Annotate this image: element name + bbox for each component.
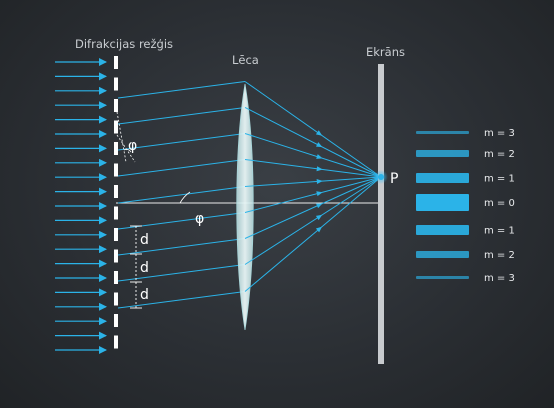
diffraction-orders: m = 3 m = 2 m = 1 m = 0 m = 1 m = 2 m = 3: [416, 128, 515, 284]
order-label: m = 2: [484, 250, 515, 261]
grating-slit: [114, 249, 118, 263]
angle-annotation-top: [116, 111, 136, 163]
diffracted-ray: [117, 106, 246, 125]
screen-bar: [378, 64, 384, 364]
incident-rays: [55, 58, 107, 354]
order-band: [416, 276, 469, 279]
converging-ray: [244, 176, 382, 239]
grating-slit: [114, 206, 118, 220]
lens-label: Lēca: [232, 53, 259, 67]
grating-slit: [114, 120, 118, 134]
diffracted-ray: [117, 237, 246, 256]
grating-slit: [114, 163, 118, 177]
order-label: m = 3: [484, 128, 515, 139]
converging-ray: [244, 176, 382, 213]
diffracted-ray: [117, 211, 246, 230]
converging-ray: [244, 176, 382, 292]
converging-ray: [244, 133, 382, 178]
converging-lens: [236, 83, 254, 331]
order-band: [416, 194, 469, 211]
grating-slit: [114, 77, 118, 91]
diffracted-ray: [117, 263, 246, 282]
spacing-label-1: d: [140, 232, 149, 248]
order-band: [416, 131, 469, 134]
spacing-label-2: d: [140, 260, 149, 276]
grating-slit: [114, 99, 118, 112]
slit-spacing-markers: [130, 225, 142, 309]
point-p: [378, 174, 384, 180]
order-band: [416, 150, 469, 157]
converging-ray: [244, 158, 382, 178]
ray-arrowhead: [316, 191, 323, 197]
ray-arrowhead: [316, 178, 323, 184]
diffracted-ray: [117, 80, 246, 99]
converging-ray: [244, 107, 382, 178]
ray-arrowhead: [316, 166, 323, 172]
grating-slit: [114, 185, 118, 198]
ray-arrowhead: [315, 130, 323, 136]
order-label: m = 2: [484, 149, 515, 160]
converging-ray: [244, 81, 382, 178]
diffracted-ray: [117, 158, 246, 177]
grating-slit: [114, 271, 118, 284]
diffracted-ray: [117, 132, 246, 151]
converging-rays: [244, 81, 382, 292]
order-label: m = 0: [484, 198, 515, 209]
grating-slit: [114, 56, 118, 69]
order-band: [416, 225, 469, 235]
grating-label: Difrakcijas režģis: [75, 37, 173, 51]
point-p-label: P: [390, 171, 398, 187]
ray-arrowhead: [315, 214, 323, 221]
diffracted-ray: [117, 185, 246, 204]
order-band: [416, 173, 469, 183]
grating-slits: [114, 56, 118, 349]
converging-ray: [244, 176, 382, 187]
spacing-label-3: d: [140, 287, 149, 303]
screen-label: Ekrāns: [366, 45, 405, 59]
order-label: m = 1: [484, 174, 515, 185]
order-label: m = 3: [484, 273, 515, 284]
grating-slit: [114, 335, 118, 349]
ray-arrowhead: [316, 154, 323, 159]
grating-slit: [114, 292, 118, 306]
order-band: [416, 251, 469, 258]
angle-arc-axis: [179, 191, 191, 204]
grating-slit: [114, 228, 118, 241]
order-label: m = 1: [484, 226, 515, 237]
angle-label-axis: φ: [195, 211, 204, 227]
diffracted-ray: [117, 290, 246, 309]
angle-label-top: φ: [128, 138, 137, 154]
converging-ray: [244, 176, 382, 265]
diffracted-rays: [117, 80, 246, 309]
ray-arrowhead: [315, 226, 323, 233]
grating-slit: [114, 142, 118, 155]
ray-arrowhead: [316, 203, 323, 209]
ray-arrowhead: [315, 142, 323, 148]
grating-slit: [114, 314, 118, 327]
